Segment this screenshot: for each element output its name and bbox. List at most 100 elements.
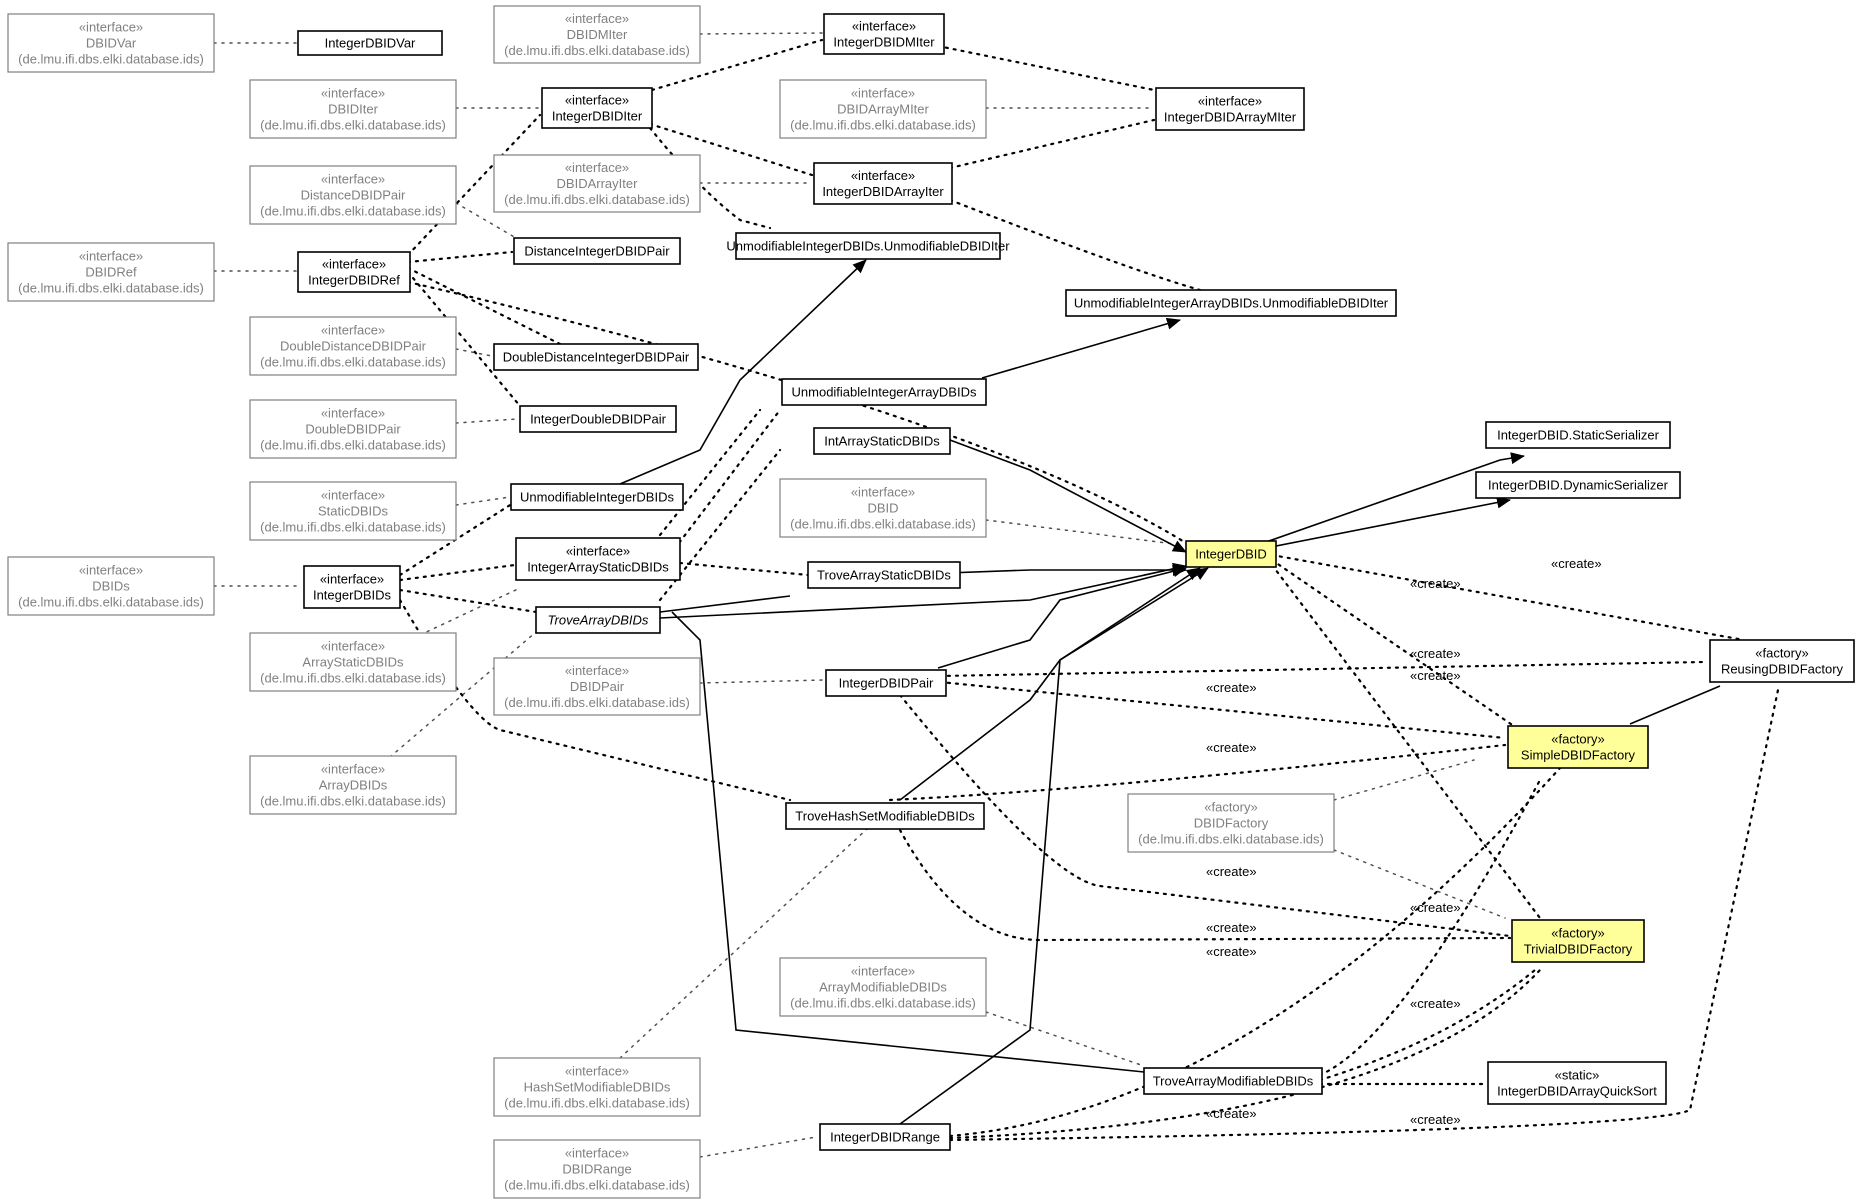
class-box-frame [779,957,987,1017]
class-box-frame [1143,1067,1323,1095]
edge-labels: «create» «create» «create» «create» «cre… [1206,556,1602,1127]
class-name: DBIDRange [562,1162,631,1177]
class-name: DBIDFactory [1194,816,1269,831]
class-box-dbid[interactable]: «interface»DBID(de.lmu.ifi.dbs.elki.data… [779,478,987,538]
class-box-frame [7,13,215,73]
class-stereotype: «interface» [79,20,143,35]
class-box-frame [779,478,987,538]
class-stereotype: «interface» [321,172,385,187]
class-box-integerdbidarraymiter[interactable]: «interface»IntegerDBIDArrayMIter [1155,87,1305,131]
class-box-doubledistanceintegerdbidpair[interactable]: DoubleDistanceIntegerDBIDPair [493,343,699,371]
class-stereotype: «interface» [852,19,916,34]
class-box-hashsetmodifiabledbids[interactable]: «interface»HashSetModifiableDBIDs(de.lmu… [493,1057,701,1117]
create-label: «create» [1410,646,1461,661]
class-box-dbiditer[interactable]: «interface»DBIDIter(de.lmu.ifi.dbs.elki.… [249,79,457,139]
class-box-dbidrange[interactable]: «interface»DBIDRange(de.lmu.ifi.dbs.elki… [493,1139,701,1199]
class-box-trovehashsetmodifiabledbids[interactable]: TroveHashSetModifiableDBIDs [785,802,985,830]
class-box-dbidmiter[interactable]: «interface»DBIDMIter(de.lmu.ifi.dbs.elki… [493,5,701,64]
class-box-dbids[interactable]: «interface»DBIDs(de.lmu.ifi.dbs.elki.dat… [7,556,215,616]
class-box-frame [535,606,661,634]
class-box-integerdbidmiter[interactable]: «interface»IntegerDBIDMIter [823,13,945,55]
class-box-reusingdbidfactory[interactable]: «factory»ReusingDBIDFactory [1709,639,1855,683]
class-box-dbidref[interactable]: «interface»DBIDRef(de.lmu.ifi.dbs.elki.d… [7,242,215,302]
class-box-frame [781,378,987,406]
class-box-integerdbid[interactable]: IntegerDBID [1185,540,1277,568]
class-box-frame [510,483,684,511]
class-stereotype: «factory» [1755,646,1808,661]
class-box-frame [1507,725,1649,769]
class-box-frame [297,30,443,56]
create-label: «create» [1551,556,1602,571]
class-box-frame [493,154,701,213]
class-box-integerdbiditer[interactable]: «interface»IntegerDBIDIter [541,87,653,129]
class-stereotype: «interface» [851,86,915,101]
class-box-integerdbidrange[interactable]: IntegerDBIDRange [819,1123,951,1151]
class-box-unmodintdbids_iter[interactable]: UnmodifiableIntegerDBIDs.UnmodifiableDBI… [726,232,1010,260]
class-box-dbidarraymiter[interactable]: «interface»DBIDArrayMIter(de.lmu.ifi.dbs… [779,79,987,139]
class-box-frame [1127,793,1335,853]
class-box-staticdbids[interactable]: «interface»StaticDBIDs(de.lmu.ifi.dbs.el… [249,481,457,541]
class-name: (de.lmu.ifi.dbs.elki.database.ids) [260,671,446,686]
class-name: (de.lmu.ifi.dbs.elki.database.ids) [504,43,690,58]
class-box-frame [493,343,699,371]
class-box-integerdbidarrayquicksort[interactable]: «static»IntegerDBIDArrayQuickSort [1487,1061,1667,1105]
class-box-integerdbidref[interactable]: «interface»IntegerDBIDRef [297,251,411,293]
class-box-unmodintarraydbids_iter[interactable]: UnmodifiableIntegerArrayDBIDs.Unmodifiab… [1065,289,1397,317]
class-stereotype: «interface» [321,762,385,777]
class-stereotype: «interface» [565,1064,629,1079]
class-name: DBIDArrayIter [557,176,639,191]
class-name: IntegerDoubleDBIDPair [530,412,667,427]
class-name: UnmodifiableIntegerArrayDBIDs.Unmodifiab… [1074,296,1389,311]
class-name: ReusingDBIDFactory [1721,662,1844,677]
class-box-staticserializer[interactable]: IntegerDBID.StaticSerializer [1485,421,1671,449]
class-box-arraydbids[interactable]: «interface»ArrayDBIDs(de.lmu.ifi.dbs.elk… [249,755,457,815]
class-box-frame [1485,421,1671,449]
class-box-trovearraydbids[interactable]: TroveArrayDBIDs [535,606,661,634]
class-box-integerdoubledbidpair[interactable]: IntegerDoubleDBIDPair [519,405,677,433]
class-box-frame [541,87,653,129]
class-box-integerdbidpair[interactable]: IntegerDBIDPair [825,669,947,697]
class-box-frame [493,657,701,716]
class-name: (de.lmu.ifi.dbs.elki.database.ids) [260,520,446,535]
class-box-dbidarrayiter[interactable]: «interface»DBIDArrayIter(de.lmu.ifi.dbs.… [493,154,701,213]
create-label: «create» [1206,944,1257,959]
class-box-distancedbidpair[interactable]: «interface»DistanceDBIDPair(de.lmu.ifi.d… [249,165,457,225]
class-box-integerarraystaticdbids[interactable]: «interface»IntegerArrayStaticDBIDs [515,537,681,581]
class-box-arraymodifiabledbids[interactable]: «interface»ArrayModifiableDBIDs(de.lmu.i… [779,957,987,1017]
class-box-dbidfactory[interactable]: «factory»DBIDFactory(de.lmu.ifi.dbs.elki… [1127,793,1335,853]
class-name: DistanceIntegerDBIDPair [524,244,670,259]
class-box-dbidvar[interactable]: «interface»DBIDVar(de.lmu.ifi.dbs.elki.d… [7,13,215,73]
class-name: DoubleDBIDPair [305,422,401,437]
class-box-frame [1475,471,1681,499]
class-name: (de.lmu.ifi.dbs.elki.database.ids) [260,355,446,370]
class-name: HashSetModifiableDBIDs [524,1080,671,1095]
class-box-doubledistancedbidpair[interactable]: «interface»DoubleDistanceDBIDPair(de.lmu… [249,316,457,376]
class-box-trivialdbidfactory[interactable]: «factory»TrivialDBIDFactory [1511,919,1645,963]
class-box-frame [249,481,457,541]
class-box-trovearraystaticdbids[interactable]: TroveArrayStaticDBIDs [807,561,961,589]
class-box-trovearraymodifiabledbids[interactable]: TroveArrayModifiableDBIDs [1143,1067,1323,1095]
class-box-dynamicserializer[interactable]: IntegerDBID.DynamicSerializer [1475,471,1681,499]
class-box-distanceintegerdbidpair[interactable]: DistanceIntegerDBIDPair [513,237,681,265]
class-box-integerdbids[interactable]: «interface»IntegerDBIDs [303,565,401,609]
class-name: IntegerDBID.DynamicSerializer [1488,478,1669,493]
class-box-unmodintdbids[interactable]: UnmodifiableIntegerDBIDs [510,483,684,511]
class-name: (de.lmu.ifi.dbs.elki.database.ids) [504,1178,690,1193]
class-box-dbidpair[interactable]: «interface»DBIDPair(de.lmu.ifi.dbs.elki.… [493,657,701,716]
create-label: «create» [1206,680,1257,695]
class-box-arraystaticdbids[interactable]: «interface»ArrayStaticDBIDs(de.lmu.ifi.d… [249,632,457,692]
class-box-frame [249,79,457,139]
class-box-frame [7,242,215,302]
class-box-intarraystaticdbids[interactable]: IntArrayStaticDBIDs [813,427,951,455]
class-box-simpledbidfactory[interactable]: «factory»SimpleDBIDFactory [1507,725,1649,769]
class-name: (de.lmu.ifi.dbs.elki.database.ids) [260,118,446,133]
class-box-frame [249,316,457,376]
class-name: (de.lmu.ifi.dbs.elki.database.ids) [260,438,446,453]
class-box-doubledbidpair[interactable]: «interface»DoubleDBIDPair(de.lmu.ifi.dbs… [249,399,457,459]
class-box-unmodintarraydbids[interactable]: UnmodifiableIntegerArrayDBIDs [781,378,987,406]
class-box-integerdbidarrayiter[interactable]: «interface»IntegerDBIDArrayIter [813,162,953,205]
class-name: IntegerDBIDs [313,588,392,603]
class-box-integerdbidvar[interactable]: IntegerDBIDVar [297,30,443,56]
class-name: (de.lmu.ifi.dbs.elki.database.ids) [790,118,976,133]
